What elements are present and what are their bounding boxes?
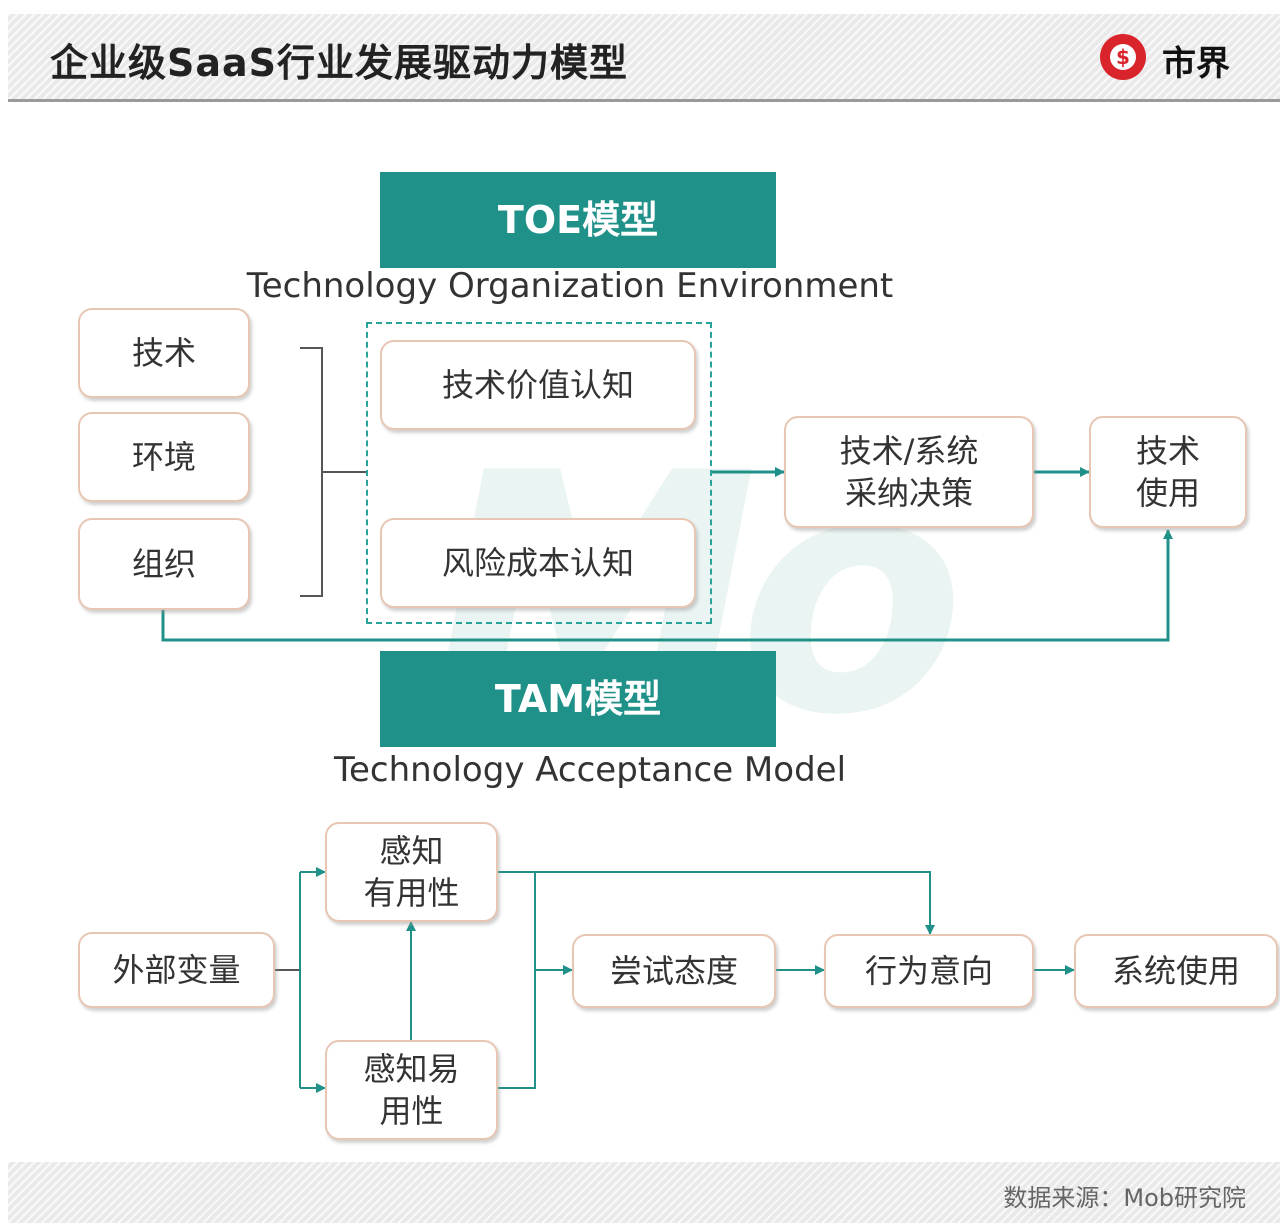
perceived-ease-of-use: 感知易 用性 (325, 1040, 498, 1140)
technology-usage: 技术 使用 (1089, 416, 1247, 528)
tam-banner: TAM模型 (380, 651, 776, 747)
risk-cost-perception: 风险成本认知 (380, 518, 696, 608)
toe-subtitle: Technology Organization Environment (246, 266, 894, 306)
header-bar: 企业级SaaS行业发展驱动力模型 $ 市界 (8, 14, 1280, 102)
tam-subtitle: Technology Acceptance Model (333, 750, 847, 790)
brand-name: 市界 (1162, 44, 1230, 84)
data-source: 数据来源：Mob研究院 (1003, 1184, 1246, 1212)
adoption-decision: 技术/系统 采纳决策 (784, 416, 1034, 528)
svg-text:$: $ (1116, 45, 1130, 69)
brand-logo-icon: $ (1100, 34, 1146, 80)
toe-banner: TOE模型 (380, 172, 776, 268)
footer-bar: 数据来源：Mob研究院 (8, 1162, 1280, 1223)
factor-organization: 组织 (78, 518, 250, 610)
page-title: 企业级SaaS行业发展驱动力模型 (50, 41, 629, 85)
factor-technology: 技术 (78, 308, 250, 398)
external-variables: 外部变量 (78, 932, 275, 1008)
system-usage: 系统使用 (1074, 934, 1278, 1008)
perceived-usefulness: 感知 有用性 (325, 822, 498, 922)
attitude: 尝试态度 (572, 934, 776, 1008)
perception-group (366, 322, 712, 624)
factor-environment: 环境 (78, 412, 250, 502)
technology-value-perception: 技术价值认知 (380, 340, 696, 430)
behavioral-intention: 行为意向 (824, 934, 1034, 1008)
